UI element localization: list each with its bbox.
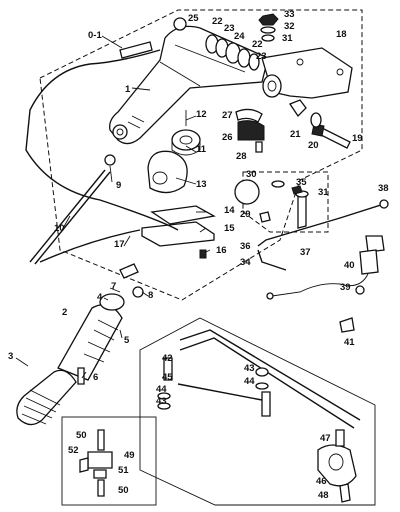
- throttle-rod: [257, 199, 389, 271]
- callout-25: 25: [188, 13, 199, 24]
- callout-11: 11: [196, 144, 207, 155]
- callout-40: 40: [344, 260, 355, 271]
- callout-19: 19: [352, 133, 363, 144]
- inset-kit-frame: [61, 416, 157, 506]
- callout-22b: 22: [252, 39, 263, 50]
- callout-43a: 43: [244, 363, 255, 374]
- callout-39: 39: [340, 282, 351, 293]
- callout-44b: 44: [156, 384, 167, 395]
- callout-33: 33: [284, 9, 295, 20]
- callout-4: 4: [97, 292, 103, 303]
- callout-31a: 31: [282, 33, 293, 44]
- callout-28: 28: [236, 151, 247, 162]
- callout-30: 30: [246, 169, 257, 180]
- throttle-cable: [25, 49, 179, 231]
- callout-31b: 31: [318, 187, 329, 198]
- linkage-parts: [234, 179, 309, 229]
- cable-end-fitting: [119, 41, 153, 59]
- callout-48: 48: [318, 490, 329, 501]
- callout-9: 9: [116, 180, 122, 191]
- callout-20: 20: [308, 140, 319, 151]
- stop-switch: [266, 235, 385, 300]
- callout-2: 2: [62, 307, 68, 318]
- callout-10: 10: [54, 223, 65, 234]
- callout-16: 16: [216, 245, 227, 256]
- callout-44a: 44: [244, 376, 255, 387]
- callout-12: 12: [196, 109, 207, 120]
- callout-22a: 22: [212, 16, 223, 27]
- callout-27: 27: [222, 110, 233, 121]
- callout-15: 15: [224, 223, 235, 234]
- callout-49: 49: [124, 450, 135, 461]
- callout-5: 5: [124, 335, 130, 346]
- rod-10: [29, 169, 106, 263]
- callout-50a: 50: [76, 430, 87, 441]
- lower-right-frame: [139, 317, 376, 506]
- callout-34: 34: [240, 257, 251, 268]
- callout-14: 14: [224, 205, 235, 216]
- throttle-gear: [171, 110, 201, 156]
- callout-8: 8: [148, 290, 154, 301]
- callout-26: 26: [222, 132, 233, 143]
- twist-grip-assembly: [16, 263, 144, 426]
- callout-47: 47: [320, 433, 331, 444]
- callout-41: 41: [344, 337, 355, 348]
- callout-24: 24: [234, 31, 245, 42]
- callout-42: 42: [162, 353, 173, 364]
- upper-assembly-outline: [39, 9, 363, 301]
- throttle-cam: [147, 150, 188, 194]
- callout-23b: 23: [256, 51, 267, 62]
- washer-stack: [205, 34, 260, 71]
- callout-3: 3: [8, 351, 14, 362]
- callout-35: 35: [296, 177, 307, 188]
- plate-assembly: [141, 205, 216, 259]
- callout-17: 17: [114, 239, 125, 250]
- pivot-bolt: [289, 99, 351, 149]
- cable-17: [39, 229, 141, 263]
- tiller-bracket: [157, 329, 361, 503]
- callout-51: 51: [118, 465, 129, 476]
- nut-stack-top: [258, 13, 279, 42]
- steering-bracket: [261, 47, 353, 99]
- callout-18: 18: [336, 29, 347, 40]
- callout-36: 36: [240, 241, 251, 252]
- callout-46: 46: [316, 476, 327, 487]
- callout-1: 1: [125, 84, 131, 95]
- friction-pads: [235, 108, 265, 153]
- inset-kit-parts: [79, 429, 113, 497]
- callout-7: 7: [111, 281, 117, 292]
- callout-38: 38: [378, 183, 389, 194]
- callout-52: 52: [68, 445, 79, 456]
- clip-41: [339, 317, 355, 333]
- callout-43b: 43: [156, 396, 167, 407]
- callout-50b: 50: [118, 485, 129, 496]
- callout-32: 32: [284, 21, 295, 32]
- knob-25: [173, 17, 187, 31]
- screw-9: [104, 154, 116, 166]
- linkage-box-outline: [242, 171, 329, 233]
- callout-37: 37: [300, 247, 311, 258]
- callout-29: 29: [240, 209, 251, 220]
- callout-13: 13: [196, 179, 207, 190]
- callout-21: 21: [290, 129, 301, 140]
- callout-0-1: 0-1: [88, 30, 102, 41]
- leader-lines: [15, 35, 211, 379]
- callout-45: 45: [162, 372, 173, 383]
- callout-6: 6: [93, 372, 99, 383]
- callout-23a: 23: [224, 23, 235, 34]
